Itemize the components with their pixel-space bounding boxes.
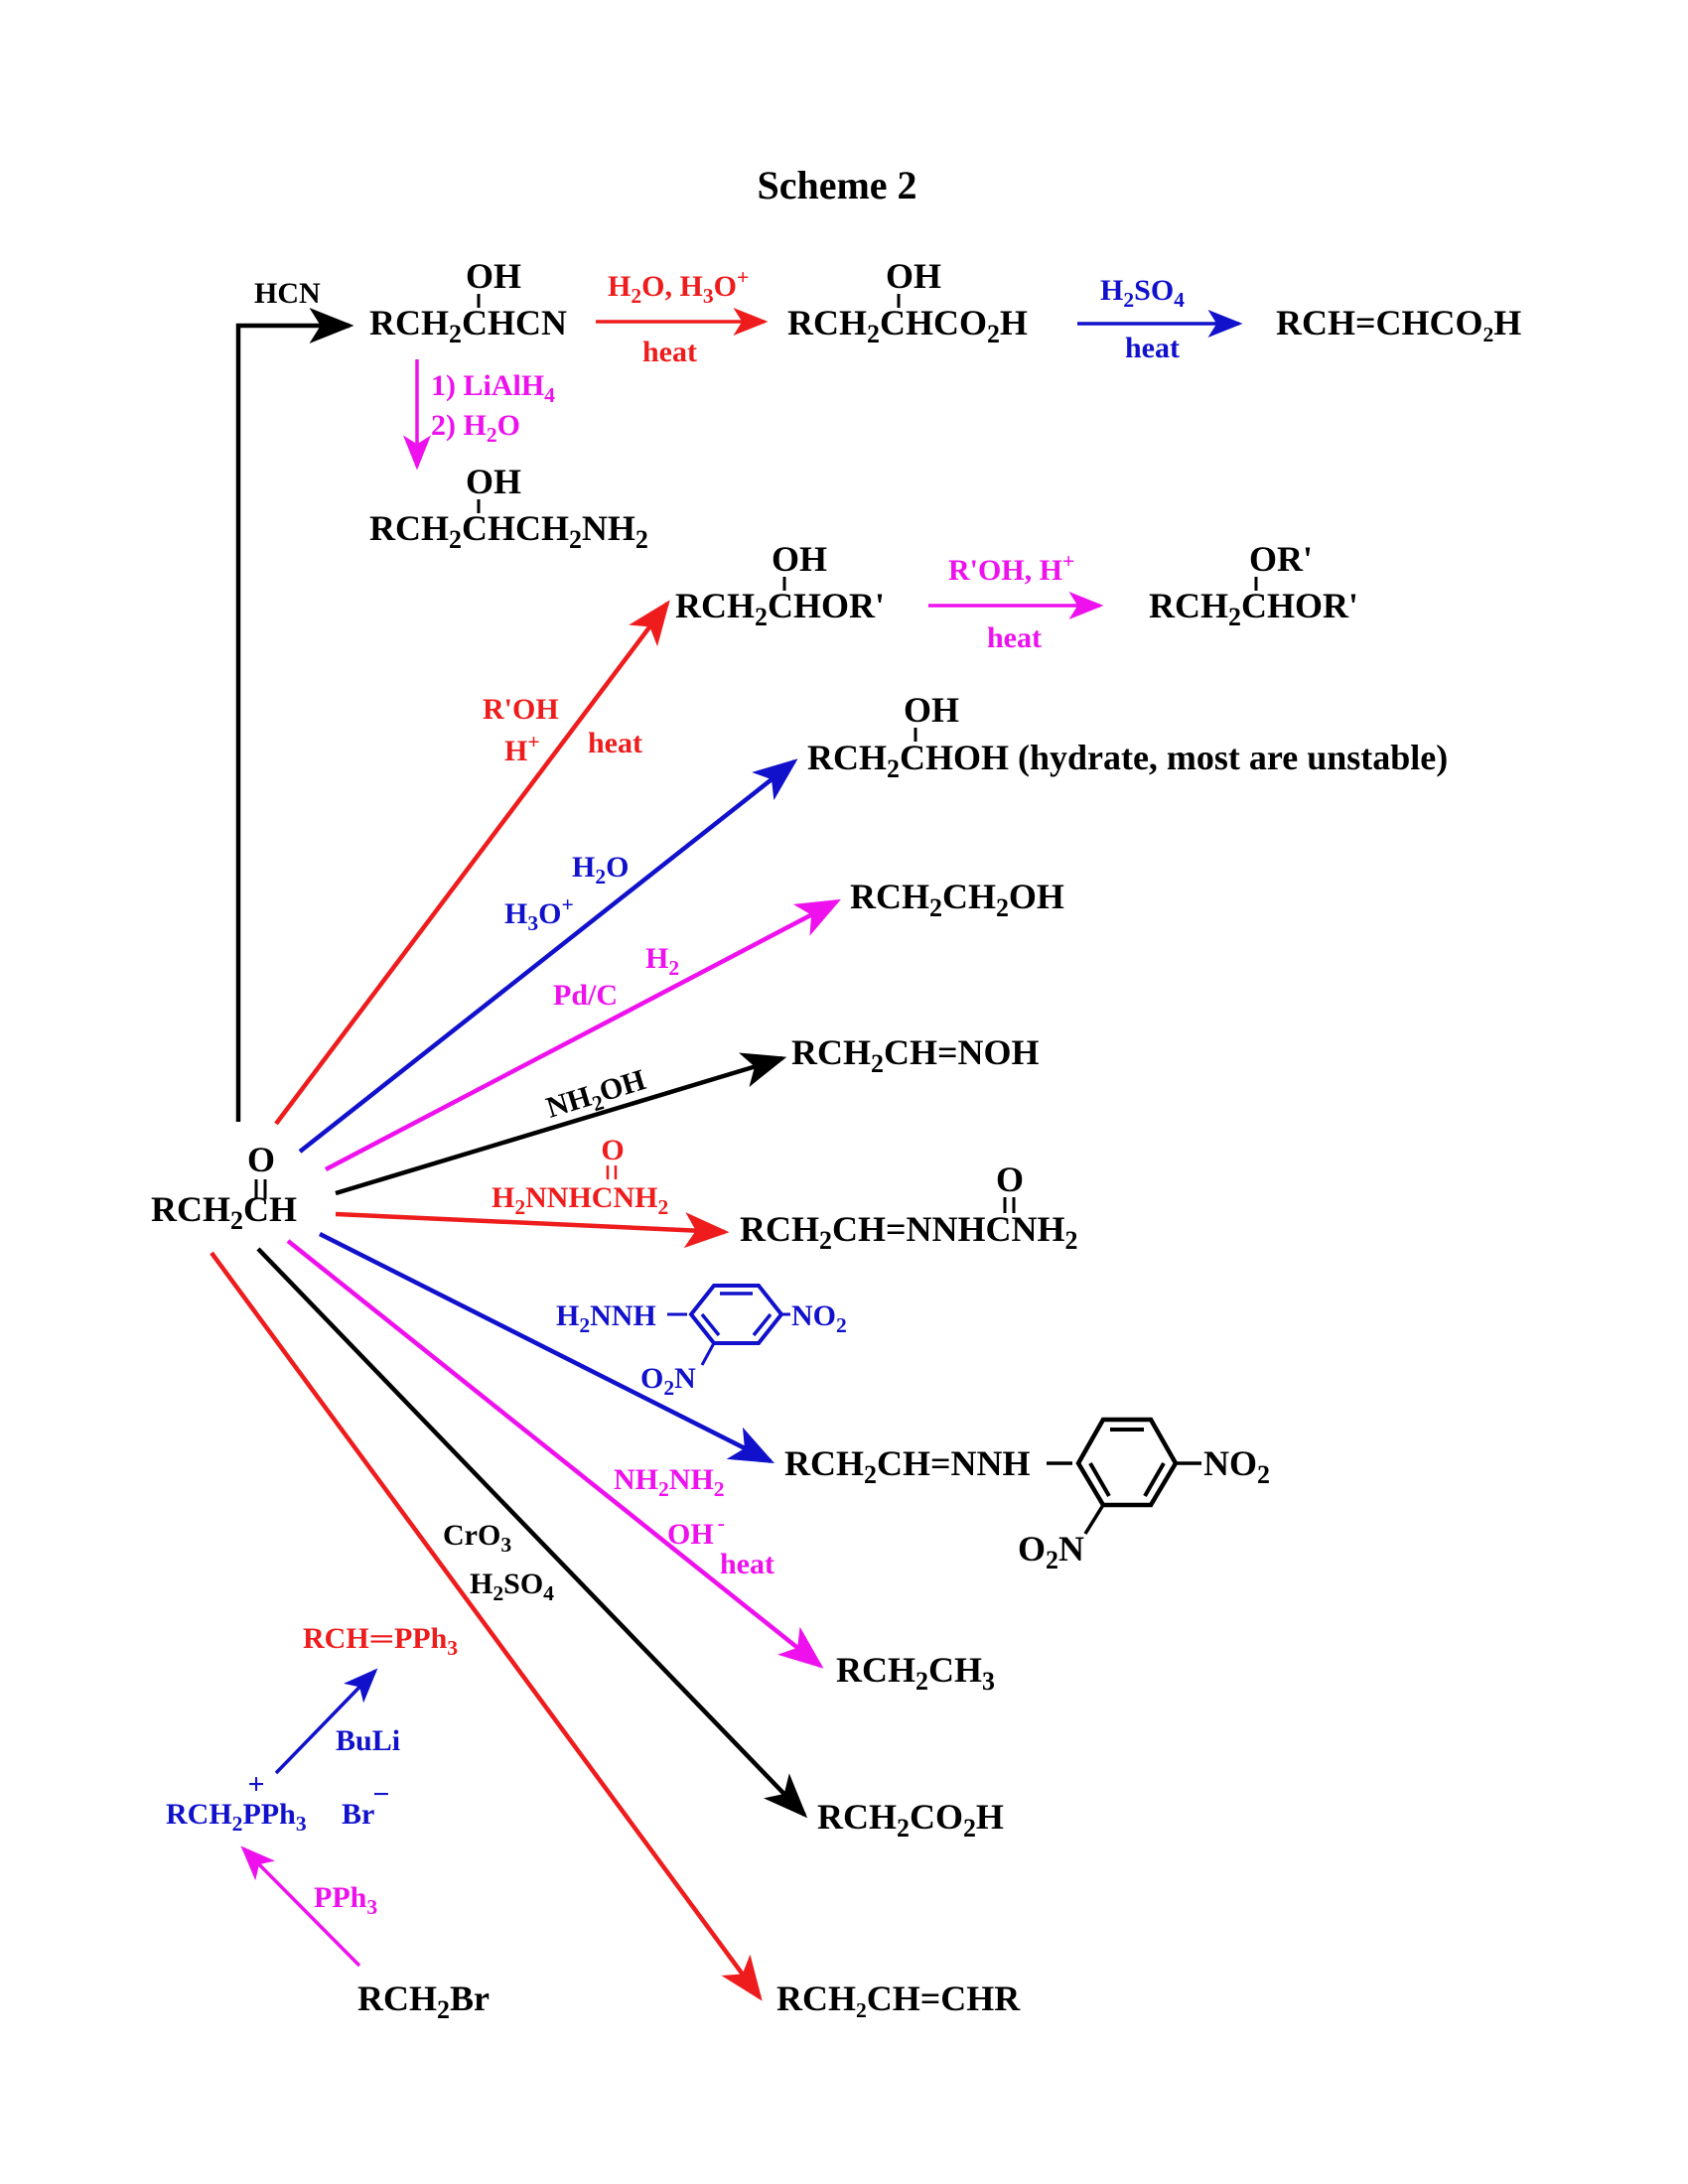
reagent-semicarbazide: O H2NNHCNH2 <box>492 1134 668 1219</box>
reagent-hydrazine: NH2NH2 <box>614 1463 725 1501</box>
primary-alcohol: RCH2CH2OH <box>850 877 1064 922</box>
arrow-oxidation <box>256 1247 808 1819</box>
unsaturated-acid: RCH=CHCO₂H <box>1276 303 1521 342</box>
arrow-semicarbazone <box>335 1211 730 1249</box>
arrow-phosphonium <box>240 1845 361 1968</box>
reagent-lialh4: 1) LiAlH4 <box>431 369 555 407</box>
semicarbazone: O RCH2CH=NNHCNH2 <box>740 1160 1077 1255</box>
acetal: OR' RCH2CHOR' <box>1149 539 1358 631</box>
semicarbazone-formula: RCH2CH=NNHCNH2 <box>740 1209 1077 1255</box>
hemiacetal: OH RCH2CHOR' <box>675 539 885 631</box>
arrow-hydrate <box>298 758 798 1154</box>
condition-heat-hemiacetal: heat <box>588 727 642 759</box>
semicarbazone-oxygen: O <box>996 1160 1024 1199</box>
start-oxygen: O <box>247 1140 275 1179</box>
reagent-buli: BuLi <box>336 1724 400 1757</box>
phosphonium-formula: RCH2PPh3 <box>166 1798 307 1836</box>
aminoalcohol-formula: RCH2CHCH2NH2 <box>369 508 648 554</box>
reagent-water-workup: 2) H2O <box>431 409 520 447</box>
dnp-reagent-hydrazine: H2NNH <box>556 1299 656 1337</box>
reagent-hcn: HCN <box>254 277 321 310</box>
reagent-hydronium: H3O+ <box>504 892 574 935</box>
alkyl-bromide: RCH2Br <box>357 1979 490 2024</box>
reagent-dnp-hydrazine: H2NNH NO2 O2N <box>556 1284 847 1400</box>
dnp-reagent-nitro-ortho: O2N <box>640 1362 696 1400</box>
reagent-hydrolysis: H2O, H3O+ <box>608 265 749 308</box>
cyanohydrin: OH RCH2CHCN <box>369 256 567 348</box>
phosphonium-charge: + <box>247 1768 264 1801</box>
reagent-pph3: PPh3 <box>314 1881 377 1919</box>
arrow-wittig <box>210 1251 763 2001</box>
arrow-oxime <box>335 1052 787 1196</box>
reagent-hydroxide: OH- <box>667 1511 725 1551</box>
dnp-hydrazone-nitro: NO2 <box>1203 1443 1270 1489</box>
semicarbazide-formula: H2NNHCNH2 <box>492 1181 668 1219</box>
hemiacetal-formula: RCH2CHOR' <box>675 586 885 631</box>
scheme-title: Scheme 2 <box>757 163 916 207</box>
hydrate-oh: OH <box>904 690 959 730</box>
alkane: RCH2CH3 <box>836 1650 995 1696</box>
benzene-ring-reagent <box>688 1284 784 1345</box>
aminoalcohol-oh: OH <box>466 462 521 501</box>
oxime: RCH2CH=NOH <box>791 1032 1039 1078</box>
arrow-ylide <box>274 1668 378 1775</box>
arrow-hcn <box>235 308 354 1122</box>
hemiacetal-oh: OH <box>772 539 827 579</box>
reagent-sulfuric-acid: H2SO4 <box>470 1568 554 1605</box>
start-aldehyde: O RCH2CH <box>151 1140 297 1235</box>
semicarbazide-oxygen: O <box>601 1134 624 1166</box>
condition-heat-acetal: heat <box>987 621 1042 654</box>
acetal-formula: RCH2CHOR' <box>1149 586 1358 631</box>
acetal-or: OR' <box>1249 539 1313 579</box>
reagent-acetal: R'OH, H+ <box>948 549 1074 587</box>
hydrate-formula: RCH2CHOH (hydrate, most are unstable) <box>807 738 1448 783</box>
arrow-hydrogenation <box>324 898 841 1171</box>
phosphonium-salt: + RCH2PPh3 Br− <box>166 1768 389 1836</box>
bromide-counterion: Br− <box>342 1778 389 1831</box>
condition-heat-wolff-kishner: heat <box>720 1548 774 1580</box>
reagent-pd-c: Pd/C <box>553 979 618 1012</box>
cyanohydrin-oh: OH <box>466 256 521 296</box>
dnp-hydrazone-formula: RCH2CH=NNH <box>784 1443 1030 1489</box>
phosphorus-ylide: RCH═PPh3 <box>303 1622 458 1660</box>
start-formula: RCH2CH <box>151 1189 297 1235</box>
reagent-h-plus: H+ <box>504 730 540 767</box>
reagent-cro3: CrO3 <box>443 1519 511 1557</box>
arrow-hemiacetal <box>274 600 670 1126</box>
arrow-dnp <box>318 1231 775 1464</box>
benzene-ring-product <box>1075 1417 1179 1508</box>
reagent-h2: H2 <box>645 942 679 980</box>
amino-alcohol: OH RCH2CHCH2NH2 <box>369 462 648 554</box>
cyanohydrin-formula: RCH2CHCN <box>369 303 567 348</box>
condition-heat-hydrolysis: heat <box>642 336 697 368</box>
dnp-hydrazone: RCH2CH=NNH NO2 O2N <box>784 1417 1270 1574</box>
hydrate: OH RCH2CHOH (hydrate, most are unstable) <box>807 690 1448 783</box>
reagent-hydroxylamine: NH2OH <box>542 1063 650 1129</box>
carboxylic-acid: RCH2CO2H <box>817 1797 1004 1843</box>
hydroxy-acid: OH RCH2CHCO2H <box>787 256 1028 348</box>
dnp-reagent-nitro: NO2 <box>791 1299 847 1337</box>
alkene: RCH₂CH=CHR <box>776 1979 1021 2018</box>
condition-heat-dehydration: heat <box>1125 332 1180 364</box>
reagent-dehydration: H2SO4 <box>1100 274 1185 312</box>
hydroxyacid-formula: RCH2CHCO2H <box>787 303 1028 348</box>
dnp-hydrazone-nitro-ortho: O2N <box>1018 1529 1084 1574</box>
arrow-wolff-kishner <box>286 1239 824 1669</box>
reagent-roh: R'OH <box>483 693 559 726</box>
reagent-water: H2O <box>572 851 629 888</box>
hydroxyacid-oh: OH <box>886 256 941 296</box>
